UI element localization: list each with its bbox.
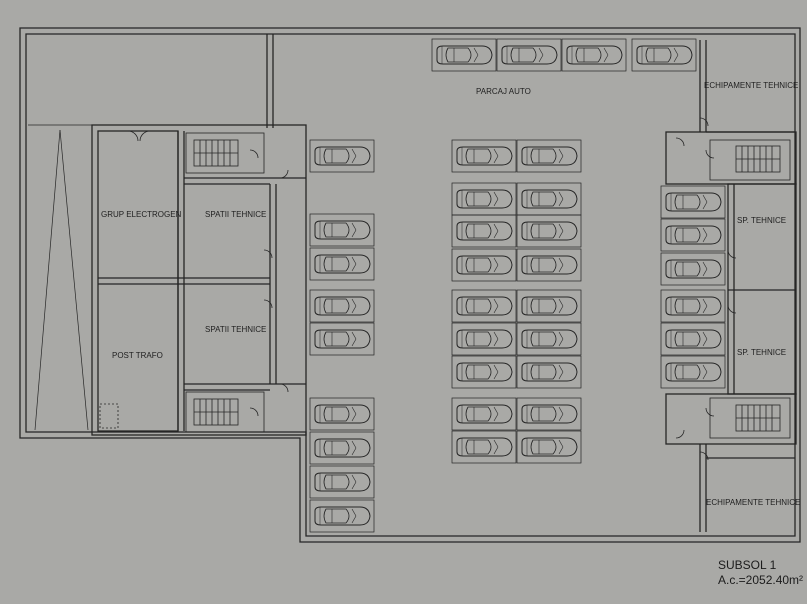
label-sp-tehnice-1: SP. TEHNICE [737,216,786,225]
car-icon [665,225,722,245]
parking-space [496,38,562,72]
label-grup-electrogen: GRUP ELECTROGEN [101,210,182,219]
parking-space [309,139,375,173]
car-icon [665,259,722,279]
label-echipamente-top: ECHIPAMENTE TEHNICE [704,81,798,90]
car-icon [456,296,513,316]
parking-space [451,430,517,464]
label-spatii-tehnice-1: SPATII TEHNICE [205,210,266,219]
parking-space [516,182,582,216]
car-icon [314,220,371,240]
parking-space [451,355,517,389]
car-icon [521,404,578,424]
car-icon [456,146,513,166]
car-icon [521,362,578,382]
car-icon [314,438,371,458]
parking-space [516,355,582,389]
doors [127,117,737,461]
parking-spaces [309,38,726,533]
car-icon [456,362,513,382]
car-icon [456,255,513,275]
parking-space [451,214,517,248]
car-icon [521,437,578,457]
car-icon [521,146,578,166]
stair-cores [185,132,791,439]
car-icon [501,45,558,65]
parking-space [561,38,627,72]
parking-space [309,397,375,431]
parking-space [516,289,582,323]
parking-space [516,214,582,248]
car-icon [665,329,722,349]
car-icon [456,189,513,209]
parking-space [309,499,375,533]
car-icon [314,329,371,349]
car-icon [314,296,371,316]
car-icon [521,255,578,275]
level-title: SUBSOL 1 [718,558,777,572]
label-parcaj-auto: PARCAJ AUTO [476,87,531,96]
parking-space [516,139,582,173]
car-icon [456,404,513,424]
car-icon [665,296,722,316]
parking-space [451,139,517,173]
car-icon [456,221,513,241]
car-icon [521,221,578,241]
car-icon [314,404,371,424]
parking-space [451,289,517,323]
parking-space [631,38,697,72]
parking-space [309,322,375,356]
parking-space [660,322,726,356]
area-note: A.c.=2052.40m² [718,573,804,587]
car-icon [665,362,722,382]
parking-space [309,431,375,465]
parking-space [660,252,726,286]
parking-space [309,465,375,499]
parking-space [431,38,497,72]
car-icon [521,189,578,209]
car-icon [314,506,371,526]
parking-space [451,182,517,216]
parking-space [309,247,375,281]
car-icon [456,437,513,457]
car-icon [521,296,578,316]
parking-space [516,322,582,356]
parking-space [660,185,726,219]
parking-space [309,213,375,247]
walls [19,27,801,543]
parking-space [451,248,517,282]
car-icon [314,472,371,492]
parking-space [309,289,375,323]
label-echipamente-bottom: ECHIPAMENTE TEHNICE [706,498,800,507]
parking-space [451,322,517,356]
label-sp-tehnice-2: SP. TEHNICE [737,348,786,357]
parking-space [516,430,582,464]
car-icon [566,45,623,65]
parking-space [516,397,582,431]
car-icon [521,329,578,349]
parking-space [660,218,726,252]
parking-space [660,289,726,323]
car-icon [436,45,493,65]
car-icon [314,146,371,166]
parking-space [516,248,582,282]
parking-space [451,397,517,431]
car-icon [314,254,371,274]
parking-space [660,355,726,389]
car-icon [456,329,513,349]
car-icon [665,192,722,212]
label-post-trafo: POST TRAFO [112,351,163,360]
car-icon [636,45,693,65]
room-labels: PARCAJ AUTO GRUP ELECTROGEN SPATII TEHNI… [101,81,800,507]
label-spatii-tehnice-2: SPATII TEHNICE [205,325,266,334]
